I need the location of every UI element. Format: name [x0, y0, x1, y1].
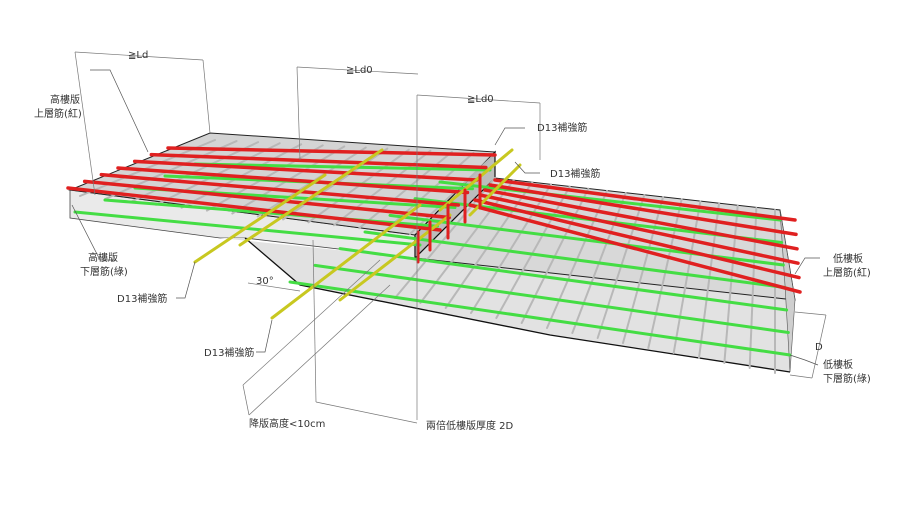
- dim-ld0-b: ≧Ld0: [467, 94, 494, 105]
- d13-reinforcement-rebar: [438, 148, 514, 212]
- d13-reinforcement-rebar: [238, 148, 384, 247]
- low-slab-bottom-rebar: [363, 230, 787, 289]
- high-slab-top-rebar: [82, 179, 451, 220]
- d13-reinforcement-rebar: [193, 173, 327, 264]
- dim-d: D: [815, 342, 823, 353]
- low-slab-top-rebar: [478, 193, 800, 265]
- distribution-rebar: [698, 202, 720, 359]
- label-low-top-2: 上層筋(紅): [823, 266, 871, 279]
- label-high-bottom-2: 下層筋(綠): [80, 265, 128, 278]
- low-slab-top-rebar: [483, 188, 799, 251]
- dim-ld: ≧Ld: [128, 50, 148, 61]
- label-d13-d: D13補強筋: [204, 346, 254, 359]
- low-slab-top-rebar: [488, 183, 798, 237]
- high-slab-top-rebar: [166, 146, 497, 157]
- high-slab-top-rebar: [149, 152, 488, 170]
- label-high-top-2: 上層筋(紅): [34, 107, 82, 120]
- dim-angle: 30°: [256, 276, 274, 287]
- label-high-bottom-1: 高樓版: [88, 251, 118, 264]
- distribution-rebar: [672, 200, 702, 354]
- label-low-bottom-2: 下層筋(綠): [823, 372, 871, 385]
- slab-bottom-edge: [244, 237, 791, 373]
- dim-double-thickness: 兩倍低樓版厚度 2D: [426, 419, 514, 432]
- high-slab-top-rebar: [99, 172, 461, 207]
- high-slab-bottom-rebar: [193, 162, 492, 172]
- d13-reinforcement-rebar: [270, 203, 422, 320]
- dimension-lines: [74, 51, 827, 424]
- label-d13-c: D13補強筋: [117, 292, 167, 305]
- low-slab-bottom-rebar: [313, 263, 790, 334]
- label-low-bottom-1: 低樓板: [823, 358, 853, 371]
- low-slab-top-rebar: [468, 203, 802, 294]
- leader-lines: [71, 69, 820, 366]
- distribution-rebar: [723, 204, 739, 364]
- high-slab-top-rebar: [132, 159, 479, 182]
- low-slab-top-rebar: [473, 198, 801, 280]
- distribution-rebar: [495, 185, 571, 319]
- label-low-top-1: 低樓板: [833, 252, 863, 265]
- high-slab-top-rebar: [116, 166, 470, 195]
- label-high-top-1: 高樓版: [50, 93, 80, 106]
- low-slab-bottom-rebar: [338, 247, 789, 312]
- dim-ld0-a: ≧Ld0: [346, 65, 373, 76]
- distribution-rebar: [748, 206, 758, 369]
- distribution-rebar: [647, 198, 683, 349]
- low-slab-top-rebar: [493, 178, 797, 222]
- low-slab-bottom-rebar: [288, 280, 792, 357]
- d13-reinforcement-rebar: [338, 213, 452, 302]
- high-slab-top-rebar: [66, 186, 442, 232]
- dim-drop-height: 降版高度<10cm: [249, 417, 325, 430]
- label-d13-a: D13補強筋: [537, 121, 587, 134]
- annotations: ≧Ld ≧Ld0 ≧Ld0 高樓版 上層筋(紅) D13補強筋 D13補強筋 高…: [34, 50, 871, 432]
- rebar-group: [66, 139, 802, 374]
- label-d13-b: D13補強筋: [550, 167, 600, 180]
- d13-reinforcement-rebar: [468, 163, 522, 217]
